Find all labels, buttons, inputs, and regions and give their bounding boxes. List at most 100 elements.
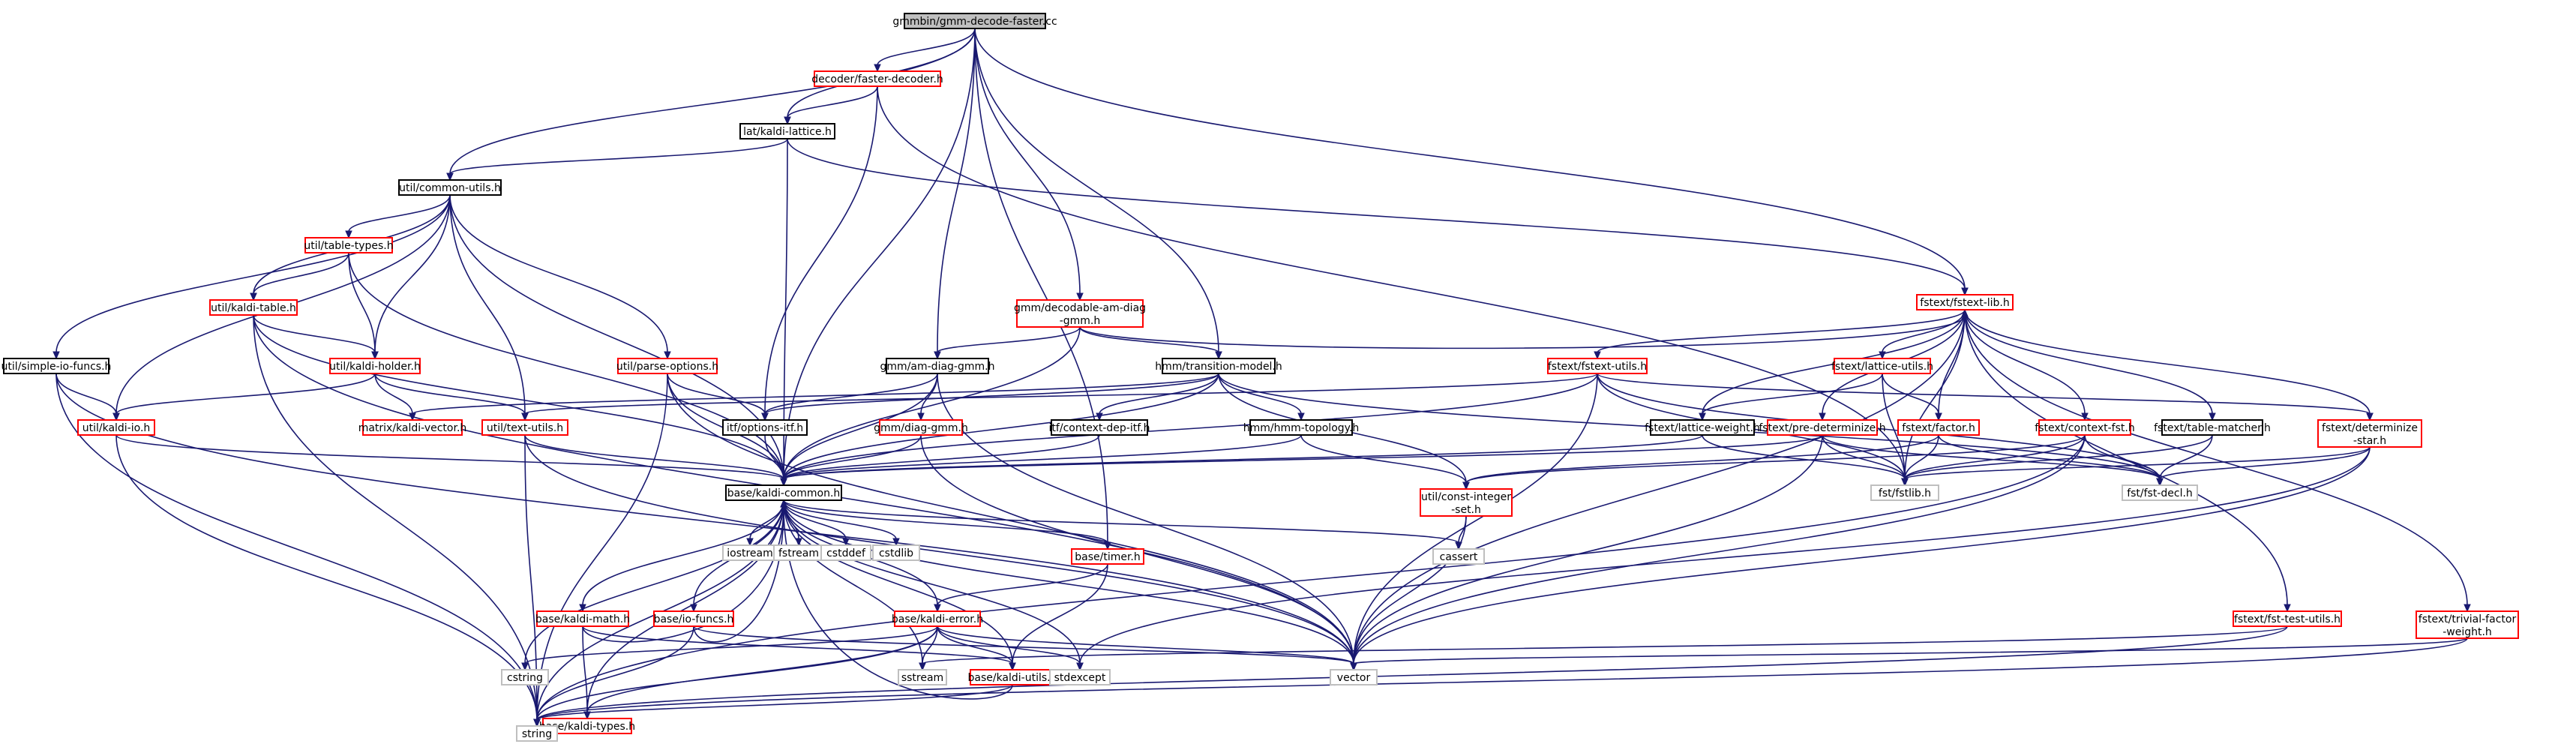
node-table-matcher[interactable]: fstext/table-matcher.h — [2154, 419, 2271, 436]
arrowhead — [409, 412, 416, 422]
edge-fstext_utils-to-determinize_star — [1597, 373, 2371, 415]
node-label: base/timer.h — [1075, 551, 1141, 563]
node-box — [1330, 669, 1378, 686]
node-label: gmmbin/gmm-decode-faster.cc — [892, 16, 1057, 28]
node-determinize-star[interactable]: fstext/determinize-star.h — [2317, 419, 2422, 448]
edge-fstext_lib-to-table_matcher — [1964, 309, 2213, 415]
node-am-diag-gmm[interactable]: gmm/am-diag-gmm.h — [880, 358, 995, 374]
node-lattice-utils[interactable]: fstext/lattice-utils.h — [1831, 358, 1933, 374]
node-box — [1897, 419, 1980, 436]
node-faster-decoder[interactable]: decoder/faster-decoder.h — [811, 70, 943, 87]
node-kaldi-holder[interactable]: util/kaldi-holder.h — [329, 358, 421, 374]
edge-options_itf-to-kaldi_common — [764, 434, 784, 480]
node-transition-model[interactable]: hmm/transition-model.h — [1155, 358, 1282, 374]
node-decodable[interactable]: gmm/decodable-am-diag-gmm.h — [1014, 299, 1146, 328]
edge-pre_determinize-to-vector — [1353, 434, 1823, 664]
edge-timer-to-kaldi_error — [937, 563, 1108, 606]
node-kaldi-error[interactable]: base/kaldi-error.h — [892, 610, 983, 627]
edge-decodable-to-fstext_lib — [1079, 315, 1966, 350]
edge-fstext_lib-to-fstext_utils — [1597, 309, 1966, 353]
node-hmm-topology[interactable]: hmm/hmm-topology.h — [1243, 419, 1360, 436]
edge-faster_decoder-to-fstlib — [877, 86, 1906, 480]
node-kaldi-lattice[interactable]: lat/kaldi-lattice.h — [739, 123, 835, 140]
node-io-funcs[interactable]: base/io-funcs.h — [653, 610, 734, 627]
arrowhead — [521, 662, 529, 671]
node-label: fstext/factor.h — [1902, 422, 1975, 434]
node-kaldi-math[interactable]: base/kaldi-math.h — [535, 610, 630, 627]
arrowhead — [1350, 662, 1357, 671]
node-box — [879, 419, 963, 436]
node-options-itf[interactable]: itf/options-itf.h — [722, 419, 808, 436]
edge-factor-to-fst_decl — [1938, 434, 2161, 480]
node-label: fstext/trivial-factor — [2419, 614, 2517, 626]
arrowhead — [934, 604, 941, 613]
arrowhead — [345, 230, 352, 239]
node-const-integer-set[interactable]: util/const-integer-set.h — [1420, 488, 1513, 517]
edge-kaldi_common-to-cassert — [783, 500, 1459, 544]
edge-kaldi_utils-to-string — [536, 684, 1013, 721]
node-context-fst[interactable]: fstext/context-fst.h — [2035, 419, 2135, 436]
node-label: util/simple-io-funcs.h — [1, 361, 112, 373]
edge-transition_model-to-options_itf — [764, 373, 1219, 415]
node-box — [872, 544, 920, 561]
arrowhead — [112, 412, 120, 422]
node-table-types[interactable]: util/table-types.h — [304, 237, 394, 254]
node-lattice-weight[interactable]: fstext/lattice-weight.h — [1645, 419, 1760, 436]
node-box — [2233, 610, 2342, 627]
node-diag-gmm[interactable]: gmm/diag-gmm.h — [874, 419, 968, 436]
node-text-utils[interactable]: util/text-utils.h — [481, 419, 568, 436]
edge-kaldi_common-to-kaldi_types — [586, 500, 784, 713]
node-kaldi-vector[interactable]: matrix/kaldi-vector.h — [358, 419, 467, 436]
node-kaldi-io[interactable]: util/kaldi-io.h — [77, 419, 155, 436]
node-box — [904, 13, 1046, 29]
node-root[interactable]: gmmbin/gmm-decode-faster.cc — [892, 13, 1057, 29]
node-box — [304, 237, 393, 254]
node-label: util/parse-options.h — [616, 361, 718, 373]
edge-kaldi_common-to-cstring — [524, 500, 784, 664]
node-context-dep-itf[interactable]: itf/context-dep-itf.h — [1049, 419, 1150, 436]
arrowhead — [250, 292, 257, 302]
edge-factor-to-fstlib — [1904, 434, 1939, 480]
node-kaldi-common[interactable]: base/kaldi-common.h — [725, 484, 842, 501]
arrowhead — [746, 538, 754, 547]
edge-simple_io_funcs-to-kaldi_io — [55, 373, 117, 415]
node-label: hmm/hmm-topology.h — [1243, 422, 1360, 434]
node-box — [814, 70, 941, 87]
node-cassert: cassert — [1432, 548, 1485, 565]
edge-diag_gmm-to-kaldi_common — [783, 434, 922, 480]
node-trivial-factor-weight[interactable]: fstext/trivial-factor-weight.h — [2416, 610, 2519, 639]
node-common-utils[interactable]: util/common-utils.h — [398, 179, 502, 196]
node-fstext-utils[interactable]: fstext/fstext-utils.h — [1547, 358, 1648, 374]
node-box — [820, 544, 871, 561]
node-label: util/table-types.h — [304, 240, 393, 252]
edge-kaldi_table-to-string — [253, 314, 538, 721]
node-label: -weight.h — [2443, 626, 2492, 638]
node-label: iostream — [727, 548, 773, 560]
node-fst-test-utils[interactable]: fstext/fst-test-utils.h — [2233, 610, 2342, 627]
node-kaldi-utils[interactable]: base/kaldi-utils.h — [967, 669, 1057, 686]
edge-kaldi_holder-to-kaldi_io — [115, 373, 376, 415]
node-parse-options[interactable]: util/parse-options.h — [616, 358, 718, 374]
edge-fstext_utils-to-vector — [1353, 373, 1598, 664]
edge-kaldi_lattice-to-common_utils — [449, 138, 788, 175]
arrowhead — [1901, 478, 1909, 487]
arrowhead — [842, 538, 850, 547]
node-kaldi-table[interactable]: util/kaldi-table.h — [209, 299, 298, 316]
edge-io_funcs-to-vector — [693, 626, 1354, 664]
arrowhead — [1215, 351, 1222, 360]
edge-kaldi_error-to-kaldi_utils — [937, 626, 1013, 664]
node-simple-io-funcs[interactable]: util/simple-io-funcs.h — [1, 358, 112, 374]
edge-transition_model-to-kaldi_vector — [412, 373, 1219, 415]
node-box — [1162, 358, 1276, 374]
node-fstext-lib[interactable]: fstext/fstext-lib.h — [1916, 294, 2014, 310]
edge-context_fst-to-string — [536, 434, 2086, 721]
node-label: cstdlib — [879, 548, 913, 560]
node-timer[interactable]: base/timer.h — [1071, 548, 1144, 565]
node-factor[interactable]: fstext/factor.h — [1897, 419, 1980, 436]
node-label: fst/fst-decl.h — [2127, 488, 2193, 500]
node-pre-determinize[interactable]: fstext/pre-determinize.h — [1759, 419, 1886, 436]
node-box — [501, 669, 549, 686]
edge-table_matcher-to-fst_decl — [2159, 434, 2213, 480]
edge-transition_model-to-hmm_topology — [1218, 373, 1302, 415]
node-box — [2161, 419, 2263, 436]
